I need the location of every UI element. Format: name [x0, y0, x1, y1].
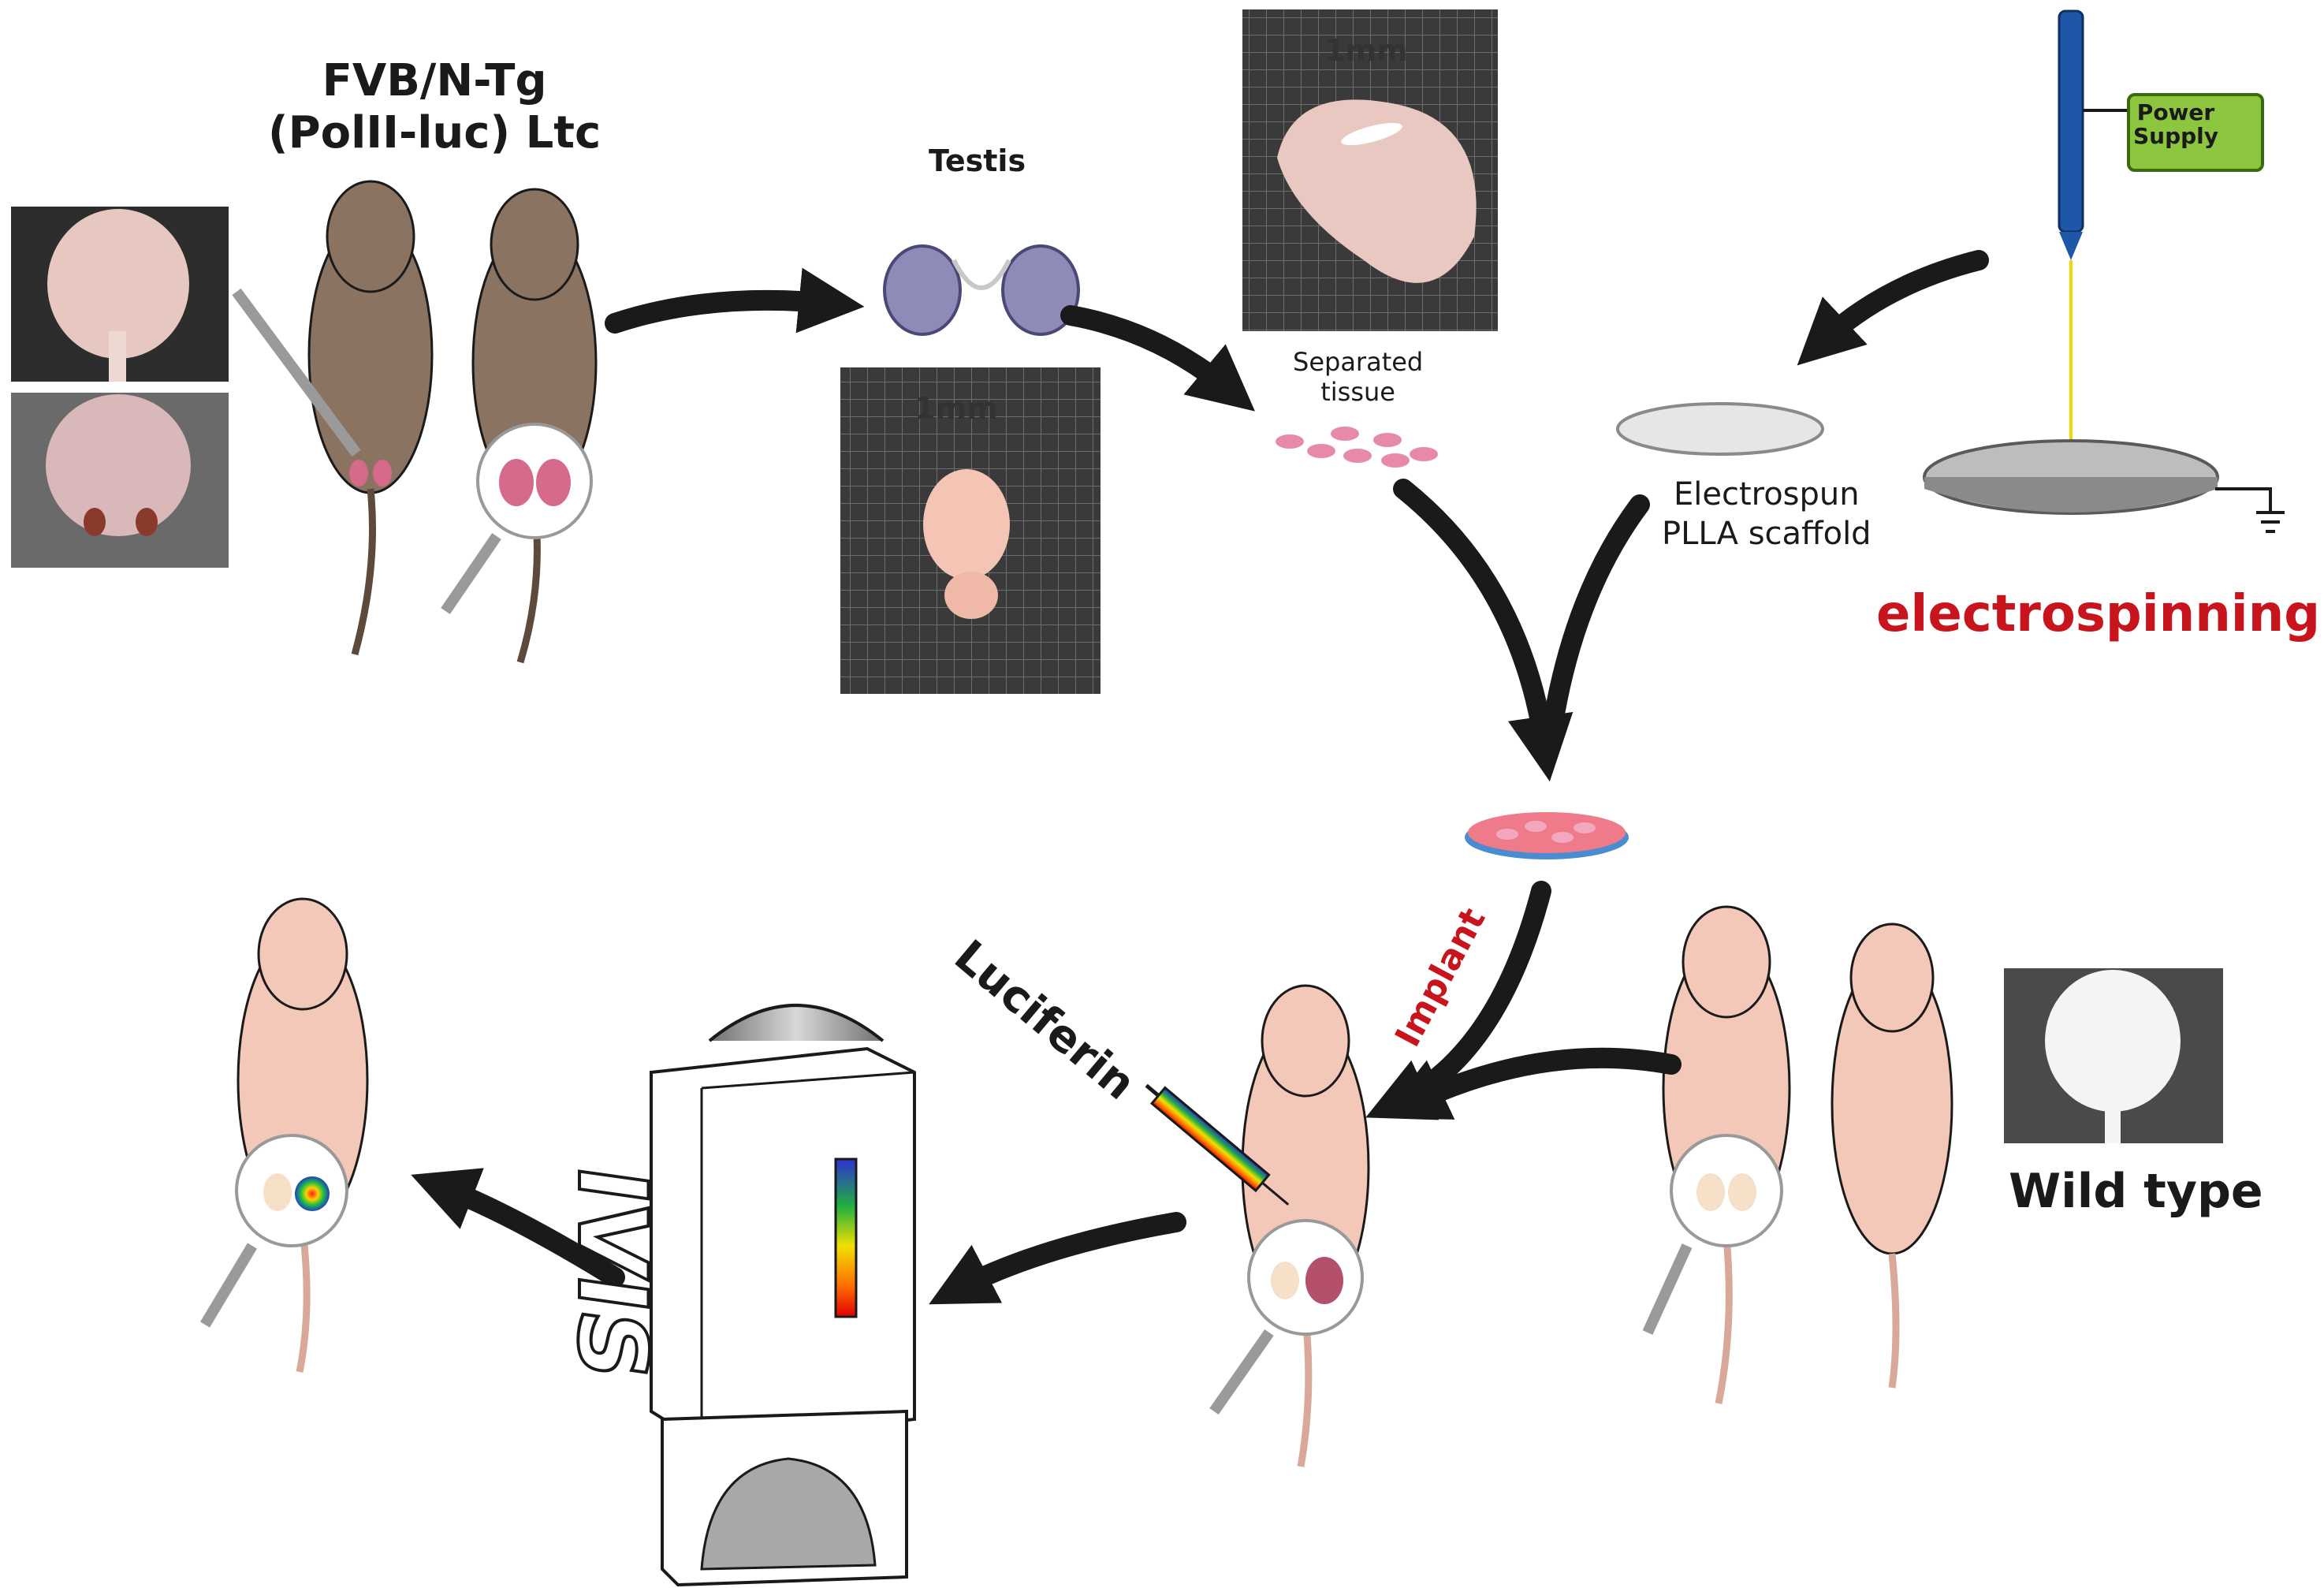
workflow-arrows — [411, 250, 1989, 1305]
transgenic-mouse-1 — [232, 180, 434, 656]
wild-type-mouse-1 — [1642, 905, 1791, 1404]
strain-title-line2: (PolII-luc) Ltc — [268, 107, 601, 158]
transgenic-mouse-2 — [441, 188, 598, 664]
power-label-line2: Supply — [2133, 123, 2219, 149]
arrow-wildtype-to-implanted — [1381, 1047, 1682, 1120]
electrospinning-label: electrospinning — [1876, 585, 2321, 643]
arrow-scaffold-to-combined — [1539, 494, 1650, 759]
scaffold-label-line2: PLLA scaffold — [1662, 516, 1871, 552]
ivis-logo: IVIS — [555, 1157, 668, 1388]
power-supply-label: Power Supply — [2133, 101, 2218, 148]
testis-photo-on-grid — [840, 367, 1101, 694]
separated-label-line2: tissue — [1320, 377, 1395, 407]
ivis-imaging-system — [650, 1004, 916, 1587]
electrospinning-apparatus — [1923, 9, 2285, 533]
arrow-implanted-to-ivis — [929, 1212, 1186, 1305]
result-mouse — [199, 897, 369, 1373]
arrow-ivis-to-result — [411, 1168, 625, 1288]
testis-illustration — [883, 244, 1080, 336]
arrow-mouse-to-testis — [605, 267, 865, 334]
scale-label-top: 1mm — [1324, 33, 1408, 68]
photo-wild-type — [2004, 968, 2223, 1143]
scaffold-label: Electrospun PLLA scaffold — [1662, 475, 1871, 554]
arrow-tissue-to-combined — [1393, 479, 1574, 782]
scale-label-left: 1mm — [914, 391, 998, 426]
photo-mouse-groin-before — [11, 207, 229, 382]
arrow-electrospin-to-scaffold — [1797, 250, 1989, 366]
electrospun-scaffold-disc — [1616, 402, 1824, 456]
arrow-testis-to-tissue — [1060, 305, 1255, 412]
photo-mouse-groin-after — [11, 393, 229, 568]
separated-tissue-photo — [1242, 9, 1498, 331]
strain-title-line1: FVB/N-Tg — [322, 55, 547, 106]
luciferin-syringe — [1145, 1083, 1290, 1206]
separated-label-line1: Separated — [1293, 347, 1424, 377]
wild-type-mouse-2 — [1831, 923, 1953, 1389]
testis-label: Testis — [929, 144, 1026, 178]
implanted-mouse — [1209, 984, 1370, 1467]
separated-tissue-label: Separated tissue — [1293, 347, 1423, 407]
separated-tissue-pieces — [1276, 427, 1438, 468]
wild-type-label: Wild type — [2009, 1164, 2263, 1219]
power-label-line1: Power — [2136, 99, 2215, 125]
seeded-scaffold — [1465, 812, 1629, 859]
strain-title: FVB/N-Tg (PolII-luc) Ltc — [268, 55, 601, 159]
scaffold-label-line1: Electrospun — [1673, 476, 1860, 513]
